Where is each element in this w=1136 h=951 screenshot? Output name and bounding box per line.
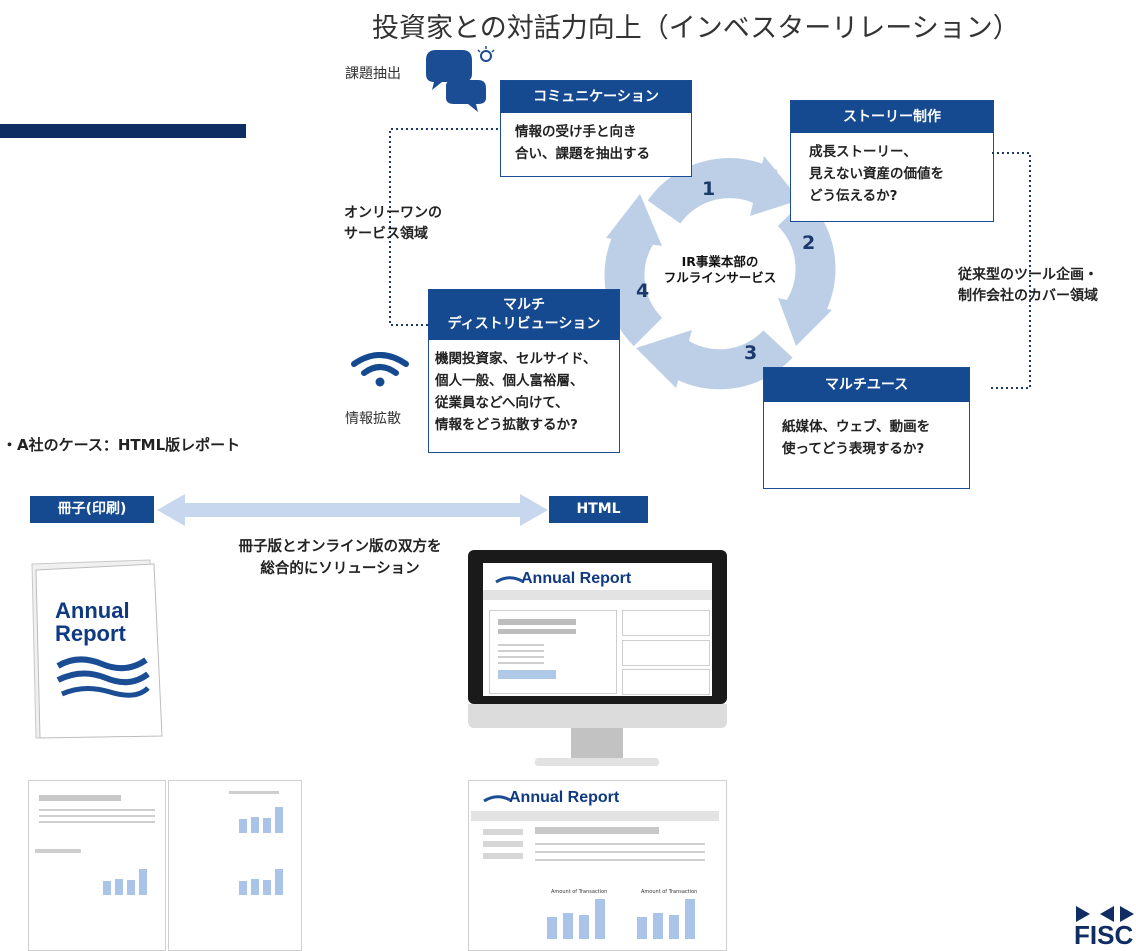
monitor-bezel: [468, 704, 727, 728]
web-report-title: Annual Report: [509, 789, 620, 806]
accent-bar: [0, 124, 246, 138]
web-chart-caption-2: Amount of Transaction: [641, 889, 698, 895]
box-distribution-header: マルチ ディストリビューション: [429, 290, 619, 340]
web-page-thumbnail: Annual Report Amount of Transaction Amou…: [468, 780, 727, 951]
page-thumbnail-2: [168, 780, 302, 951]
only-one-label: オンリーワンの サービス領域: [344, 205, 442, 242]
box-multiuse-body: 紙媒体、ウェブ、動画を 使ってどう表現するか?: [782, 419, 931, 457]
step-number-2: 2: [802, 232, 816, 254]
cycle-arrowhead-4: [606, 194, 662, 246]
web-chart-caption-1: Amount of Transaction: [551, 889, 608, 895]
monitor-main-panel: [489, 610, 617, 694]
booklet-illustration: [31, 559, 163, 739]
wifi-icon: [351, 352, 409, 387]
monitor-side-box-2: [622, 640, 710, 666]
monitor-nav-bar: [483, 590, 712, 600]
box-story: ストーリー制作 成長ストーリー、 見えない資産の価値を どう伝えるか?: [790, 100, 994, 222]
box-multiuse-header: マルチユース: [764, 368, 969, 402]
cycle-arc-4: [604, 223, 663, 347]
print-tag: 冊子(印刷): [30, 496, 154, 523]
monitor-report-title: Annual Report: [521, 570, 632, 587]
case-heading: ・A社のケース：HTML版レポート: [2, 436, 241, 454]
wave-logo-icon: [495, 576, 523, 584]
cycle-center-label: IR事業本部の フルラインサービス: [663, 254, 777, 285]
issue-extraction-label: 課題抽出: [345, 66, 401, 82]
monitor-stand: [571, 728, 623, 760]
html-tag: HTML: [549, 496, 648, 523]
page-thumbnail-1: [28, 780, 166, 951]
monitor-side-box-1: [622, 610, 710, 636]
step-number-4: 4: [636, 280, 650, 302]
step-number-1: 1: [702, 178, 716, 200]
box-communication: コミュニケーション 情報の受け手と向き 合い、課題を抽出する: [500, 80, 692, 177]
solution-text: 冊子版とオンライン版の双方を 総合的にソリューション: [238, 539, 442, 577]
cycle-arrowhead-2: [778, 298, 832, 346]
monitor-screen: Annual Report: [468, 550, 727, 704]
web-nav-bar: [471, 811, 719, 821]
booklet-title: Annual Report: [55, 598, 130, 646]
fisco-logo-arrows-icon: [1076, 906, 1134, 922]
box-communication-body: 情報の受け手と向き 合い、課題を抽出する: [515, 124, 650, 162]
box-multiuse: マルチユース 紙媒体、ウェブ、動画を 使ってどう表現するか?: [763, 367, 970, 489]
cycle-arc-3: [662, 329, 793, 390]
page-title: 投資家との対話力向上（インベスターリレーション）: [372, 13, 1020, 44]
box-story-header: ストーリー制作: [791, 101, 993, 133]
box-communication-header: コミュニケーション: [501, 81, 691, 113]
monitor-display: Annual Report: [483, 563, 712, 696]
right-dotted-connector: [990, 152, 1031, 389]
double-arrow: [157, 494, 548, 526]
box-distribution-body: 機関投資家、セルサイド、 個人一般、個人富裕層、 従業員などへ向けて、 情報をど…: [435, 351, 597, 433]
step-number-3: 3: [744, 342, 758, 364]
cycle-arc-2: [777, 197, 836, 321]
monitor-base: [535, 758, 659, 766]
box-story-body: 成長ストーリー、 見えない資産の価値を どう伝えるか?: [809, 144, 944, 204]
conventional-label: 従来型のツール企画・ 制作会社のカバー領域: [958, 267, 1098, 304]
cycle-arc-1: [647, 158, 778, 225]
chat-bubble-icon: [426, 46, 495, 112]
wave-logo-icon-small: [483, 795, 511, 803]
cycle-arrowhead-3: [636, 330, 692, 388]
fisco-logo: FISC: [1074, 920, 1134, 950]
info-spread-label: 情報拡散: [345, 411, 401, 427]
monitor-side-box-3: [622, 669, 710, 695]
left-dotted-connector: [389, 128, 498, 326]
cycle-arrowhead-1: [750, 156, 800, 216]
box-distribution: マルチ ディストリビューション 機関投資家、セルサイド、 個人一般、個人富裕層、…: [428, 289, 620, 453]
